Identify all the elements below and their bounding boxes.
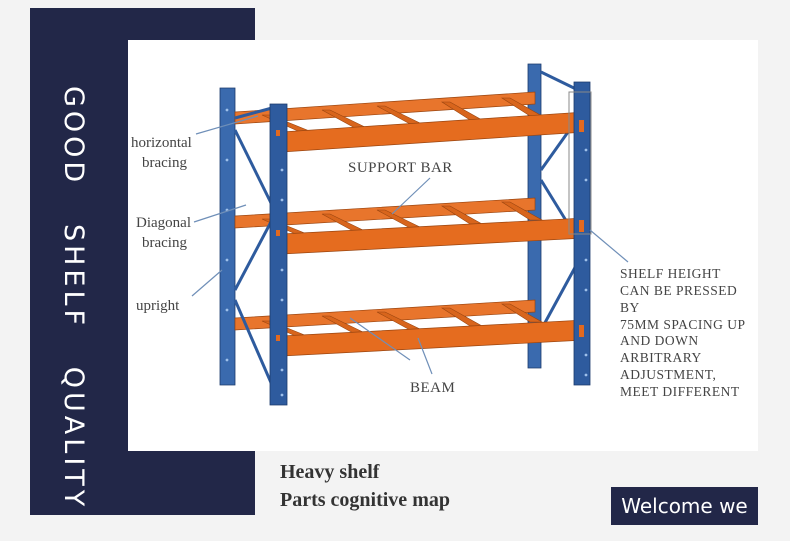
welcome-button[interactable]: Welcome we: [611, 487, 758, 525]
beam-label: BEAM: [410, 380, 456, 396]
horizontal-bracing-label-line1: horizontal: [131, 135, 192, 151]
diagonal-bracing-label-line2: bracing: [142, 235, 187, 251]
bottom-level: [234, 299, 586, 357]
adjustment-highlight-box: [568, 91, 592, 235]
front-left-bracing: [233, 106, 274, 386]
upright-holes: [225, 108, 588, 397]
shelf-height-note-line: BY: [620, 300, 640, 315]
shelf-height-note-line: CAN BE PRESSED: [620, 283, 738, 298]
shelf-height-note-line: ADJUSTMENT,: [620, 367, 717, 382]
vertical-tagline: GOOD SHELF QUALITY: [58, 86, 89, 511]
back-left-upright: [219, 87, 236, 386]
diagonal-bracing-label-line1: Diagonal: [136, 215, 191, 231]
horizontal-bracing-label-line2: bracing: [142, 155, 187, 171]
shelf-height-note-line: AND DOWN: [620, 333, 699, 348]
caption-title: Heavy shelf: [280, 461, 380, 483]
front-left-upright: [269, 103, 288, 406]
upright-label: upright: [136, 298, 180, 314]
shelf-height-note-line: MEET DIFFERENT: [620, 384, 740, 399]
shelf-height-note-line: 75MM SPACING UP: [620, 317, 746, 332]
back-bracing: [539, 70, 580, 331]
support-bar-label: SUPPORT BAR: [348, 160, 453, 176]
shelf-height-note-line: ARBITRARY: [620, 350, 702, 365]
shelf-height-note-line: SHELF HEIGHT: [620, 266, 721, 281]
caption-subtitle: Parts cognitive map: [280, 489, 450, 511]
callout-lines: [191, 115, 629, 375]
